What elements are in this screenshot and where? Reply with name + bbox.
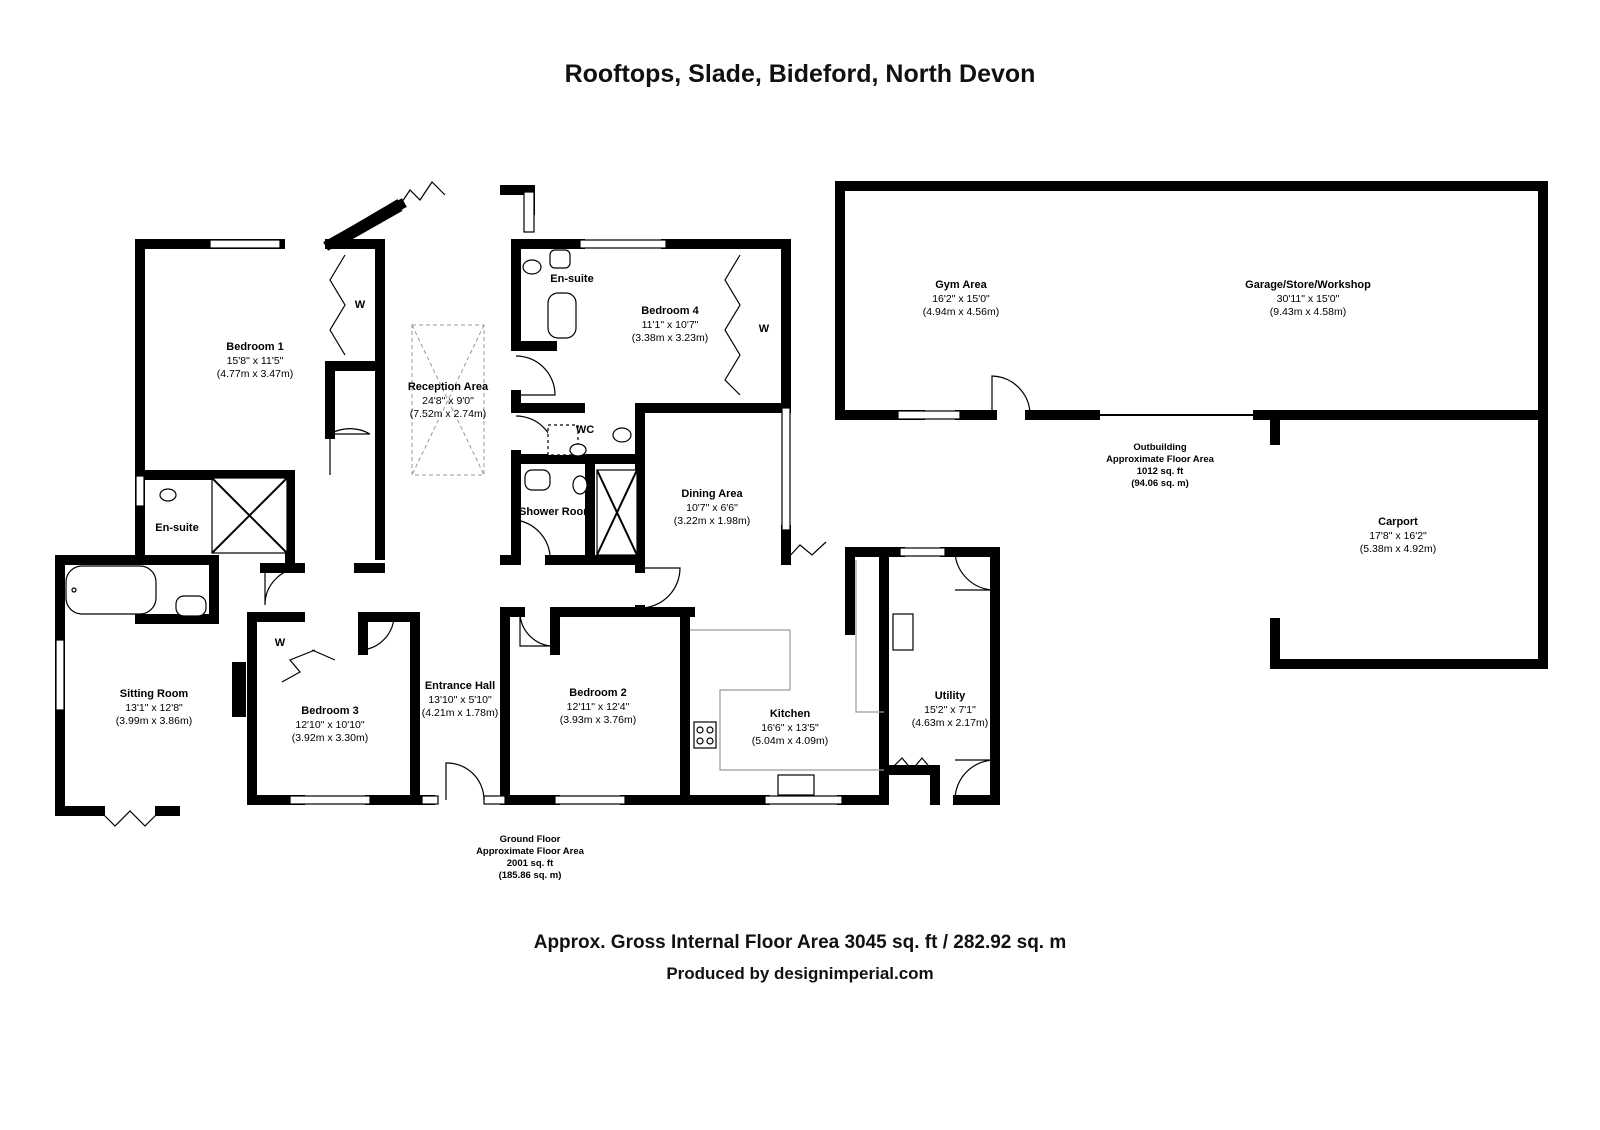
producer-credit: Produced by designimperial.com	[666, 964, 934, 983]
room-imperial-bedroom-2: 12'11" x 12'4"	[567, 701, 630, 713]
room-metric-garage: (9.43m x 4.58m)	[1270, 306, 1346, 318]
room-name-bedroom-1: Bedroom 1	[226, 341, 283, 353]
room-name-carport: Carport	[1378, 516, 1418, 528]
room-metric-bedroom-4: (3.38m x 3.23m)	[632, 332, 708, 344]
room-imperial-gym: 16'2" x 15'0"	[932, 293, 990, 305]
wardrobe-mark-bedroom-1: W	[355, 299, 366, 311]
room-imperial-bedroom-4: 11'1" x 10'7"	[642, 319, 699, 331]
room-imperial-reception: 24'8" x 9'0"	[422, 395, 474, 407]
outbuilding-label-3: (94.06 sq. m)	[1131, 478, 1189, 489]
room-metric-utility: (4.63m x 2.17m)	[912, 717, 988, 729]
outbuilding-label-2: 1012 sq. ft	[1137, 466, 1184, 477]
room-metric-carport: (5.38m x 4.92m)	[1360, 543, 1436, 555]
wardrobe-doors	[281, 254, 741, 683]
room-name-kitchen: Kitchen	[770, 708, 811, 720]
room-imperial-sitting-room: 13'1" x 12'8"	[125, 702, 183, 714]
house-walls	[55, 185, 1000, 816]
ground-floor-label-3: (185.86 sq. m)	[499, 870, 562, 881]
room-name-reception: Reception Area	[408, 381, 489, 393]
room-imperial-bedroom-1: 15'8" x 11'5"	[227, 355, 284, 367]
fixtures	[65, 249, 914, 796]
room-name-utility: Utility	[935, 690, 966, 702]
room-name-wc: WC	[576, 424, 594, 436]
room-name-dining: Dining Area	[681, 488, 743, 500]
room-imperial-carport: 17'8" x 16'2"	[1369, 530, 1427, 542]
room-metric-bedroom-2: (3.93m x 3.76m)	[560, 714, 636, 726]
room-name-garage: Garage/Store/Workshop	[1245, 279, 1371, 291]
ground-floor-label-1: Approximate Floor Area	[476, 846, 585, 857]
room-name-shower-room: Shower Room	[519, 506, 593, 518]
room-imperial-utility: 15'2" x 7'1"	[924, 704, 976, 716]
room-metric-entrance-hall: (4.21m x 1.78m)	[422, 707, 498, 719]
room-metric-gym: (4.94m x 4.56m)	[923, 306, 999, 318]
wardrobe-mark-bedroom-3: W	[275, 637, 286, 649]
room-imperial-entrance-hall: 13'10" x 5'10"	[428, 694, 492, 706]
room-name-entrance-hall: Entrance Hall	[425, 680, 495, 692]
room-imperial-bedroom-3: 12'10" x 10'10"	[295, 719, 365, 731]
room-metric-reception: (7.52m x 2.74m)	[410, 408, 486, 420]
room-name-bedroom-4: Bedroom 4	[641, 305, 699, 317]
room-name-en-suite-2: En-suite	[550, 273, 593, 285]
room-name-sitting-room: Sitting Room	[120, 688, 189, 700]
house-windows	[55, 191, 946, 805]
room-name-bedroom-3: Bedroom 3	[301, 705, 358, 717]
outbuilding-label-1: Approximate Floor Area	[1106, 454, 1215, 465]
room-imperial-dining: 10'7" x 6'6"	[686, 502, 738, 514]
room-metric-kitchen: (5.04m x 4.09m)	[752, 735, 828, 747]
ground-floor-label-0: Ground Floor	[500, 834, 561, 845]
room-imperial-kitchen: 16'6" x 13'5"	[761, 722, 819, 734]
room-metric-bedroom-1: (4.77m x 3.47m)	[217, 368, 293, 380]
room-metric-dining: (3.22m x 1.98m)	[674, 515, 750, 527]
ground-floor-label-2: 2001 sq. ft	[507, 858, 554, 869]
room-metric-sitting-room: (3.99m x 3.86m)	[116, 715, 192, 727]
skylight	[411, 324, 485, 476]
room-imperial-garage: 30'11" x 15'0"	[1277, 293, 1340, 305]
wardrobe-mark-bedroom-4: W	[759, 323, 770, 335]
floor-area-labels: Ground Floor Approximate Floor Area 2001…	[476, 442, 1215, 881]
room-metric-bedroom-3: (3.92m x 3.30m)	[292, 732, 368, 744]
gross-floor-area: Approx. Gross Internal Floor Area 3045 s…	[533, 932, 1067, 953]
outbuilding-label-0: Outbuilding	[1133, 442, 1186, 453]
outbuilding-walls	[835, 181, 1548, 669]
room-name-bedroom-2: Bedroom 2	[569, 687, 626, 699]
plan-title: Rooftops, Slade, Bideford, North Devon	[564, 60, 1036, 88]
room-name-gym: Gym Area	[935, 279, 987, 291]
room-labels: Bedroom 1 15'8" x 11'5" (4.77m x 3.47m) …	[116, 273, 1436, 747]
room-name-en-suite-1: En-suite	[155, 522, 198, 534]
